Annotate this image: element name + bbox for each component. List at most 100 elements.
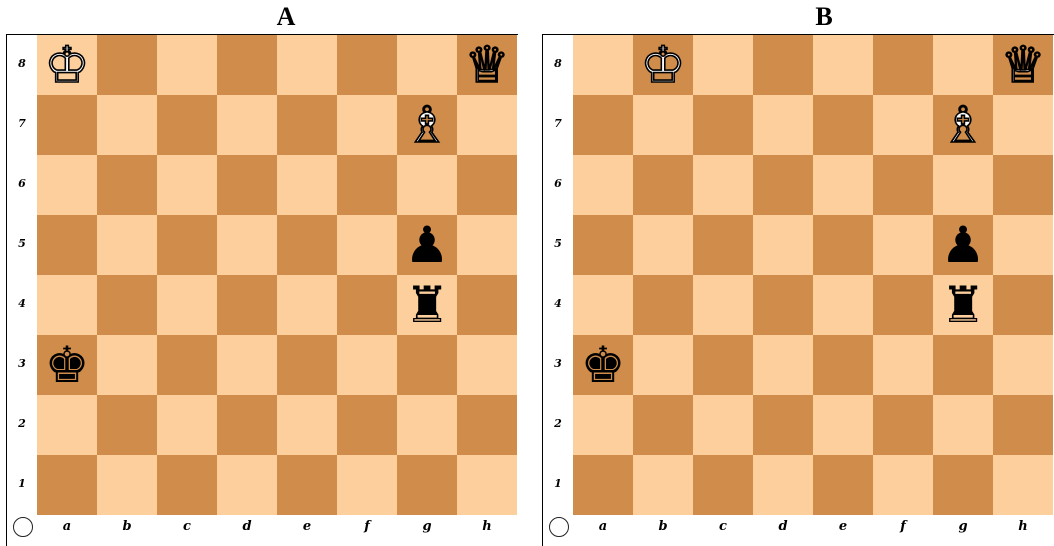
square-e7[interactable] xyxy=(813,95,873,155)
square-h2[interactable] xyxy=(457,395,517,455)
square-f6[interactable] xyxy=(337,155,397,215)
square-c3[interactable] xyxy=(157,335,217,395)
square-a1[interactable] xyxy=(37,455,97,515)
square-b6[interactable] xyxy=(633,155,693,215)
square-a4[interactable] xyxy=(37,275,97,335)
square-d5[interactable] xyxy=(217,215,277,275)
square-c5[interactable] xyxy=(693,215,753,275)
square-b2[interactable] xyxy=(633,395,693,455)
square-a2[interactable] xyxy=(37,395,97,455)
square-a5[interactable] xyxy=(573,215,633,275)
square-f8[interactable] xyxy=(337,35,397,95)
square-h5[interactable] xyxy=(993,215,1053,275)
square-g6[interactable] xyxy=(933,155,993,215)
square-b6[interactable] xyxy=(97,155,157,215)
black-rook-icon[interactable]: ♜ xyxy=(397,275,457,335)
white-king-icon[interactable]: ♔ xyxy=(37,35,97,95)
square-h3[interactable] xyxy=(993,335,1053,395)
black-rook-icon[interactable]: ♜ xyxy=(933,275,993,335)
black-king-icon[interactable]: ♚ xyxy=(37,335,97,395)
white-queen-icon[interactable]: ♕ xyxy=(993,35,1053,95)
square-h7[interactable] xyxy=(457,95,517,155)
square-a8[interactable] xyxy=(573,35,633,95)
square-f5[interactable] xyxy=(337,215,397,275)
square-c6[interactable] xyxy=(157,155,217,215)
square-g1[interactable] xyxy=(933,455,993,515)
square-h6[interactable] xyxy=(993,155,1053,215)
square-d1[interactable] xyxy=(217,455,277,515)
square-g8[interactable] xyxy=(397,35,457,95)
square-d7[interactable] xyxy=(217,95,277,155)
square-h1[interactable] xyxy=(993,455,1053,515)
square-h4[interactable] xyxy=(457,275,517,335)
square-c6[interactable] xyxy=(693,155,753,215)
square-f4[interactable] xyxy=(337,275,397,335)
square-a1[interactable] xyxy=(573,455,633,515)
square-e6[interactable] xyxy=(277,155,337,215)
square-a6[interactable] xyxy=(37,155,97,215)
square-c7[interactable] xyxy=(157,95,217,155)
square-b1[interactable] xyxy=(97,455,157,515)
square-e1[interactable] xyxy=(277,455,337,515)
square-b4[interactable] xyxy=(97,275,157,335)
square-e3[interactable] xyxy=(277,335,337,395)
square-e7[interactable] xyxy=(277,95,337,155)
square-h3[interactable] xyxy=(457,335,517,395)
black-king-icon[interactable]: ♚ xyxy=(573,335,633,395)
square-h2[interactable] xyxy=(993,395,1053,455)
square-c2[interactable] xyxy=(157,395,217,455)
white-bishop-icon[interactable]: ♗ xyxy=(397,95,457,155)
square-g3[interactable] xyxy=(933,335,993,395)
square-d1[interactable] xyxy=(753,455,813,515)
square-b5[interactable] xyxy=(633,215,693,275)
square-h7[interactable] xyxy=(993,95,1053,155)
square-f3[interactable] xyxy=(337,335,397,395)
square-g6[interactable] xyxy=(397,155,457,215)
square-d2[interactable] xyxy=(753,395,813,455)
square-f8[interactable] xyxy=(873,35,933,95)
square-h1[interactable] xyxy=(457,455,517,515)
square-c7[interactable] xyxy=(693,95,753,155)
square-b7[interactable] xyxy=(633,95,693,155)
square-f6[interactable] xyxy=(873,155,933,215)
square-e5[interactable] xyxy=(813,215,873,275)
square-a7[interactable] xyxy=(573,95,633,155)
square-f5[interactable] xyxy=(873,215,933,275)
square-a7[interactable] xyxy=(37,95,97,155)
white-king-icon[interactable]: ♔ xyxy=(633,35,693,95)
square-g2[interactable] xyxy=(397,395,457,455)
square-b5[interactable] xyxy=(97,215,157,275)
square-e6[interactable] xyxy=(813,155,873,215)
square-c2[interactable] xyxy=(693,395,753,455)
square-c3[interactable] xyxy=(693,335,753,395)
square-e5[interactable] xyxy=(277,215,337,275)
square-d6[interactable] xyxy=(217,155,277,215)
square-c1[interactable] xyxy=(157,455,217,515)
square-e3[interactable] xyxy=(813,335,873,395)
square-h6[interactable] xyxy=(457,155,517,215)
square-b1[interactable] xyxy=(633,455,693,515)
square-e2[interactable] xyxy=(277,395,337,455)
square-d4[interactable] xyxy=(753,275,813,335)
square-d7[interactable] xyxy=(753,95,813,155)
square-f2[interactable] xyxy=(337,395,397,455)
square-a4[interactable] xyxy=(573,275,633,335)
square-d3[interactable] xyxy=(753,335,813,395)
white-queen-icon[interactable]: ♕ xyxy=(457,35,517,95)
square-g8[interactable] xyxy=(933,35,993,95)
square-d6[interactable] xyxy=(753,155,813,215)
square-f1[interactable] xyxy=(873,455,933,515)
square-g2[interactable] xyxy=(933,395,993,455)
square-c4[interactable] xyxy=(157,275,217,335)
square-c1[interactable] xyxy=(693,455,753,515)
square-a6[interactable] xyxy=(573,155,633,215)
square-d8[interactable] xyxy=(217,35,277,95)
black-pawn-icon[interactable]: ♟ xyxy=(933,215,993,275)
square-d4[interactable] xyxy=(217,275,277,335)
square-b7[interactable] xyxy=(97,95,157,155)
square-b8[interactable] xyxy=(97,35,157,95)
square-b2[interactable] xyxy=(97,395,157,455)
square-f4[interactable] xyxy=(873,275,933,335)
white-bishop-icon[interactable]: ♗ xyxy=(933,95,993,155)
square-f7[interactable] xyxy=(337,95,397,155)
